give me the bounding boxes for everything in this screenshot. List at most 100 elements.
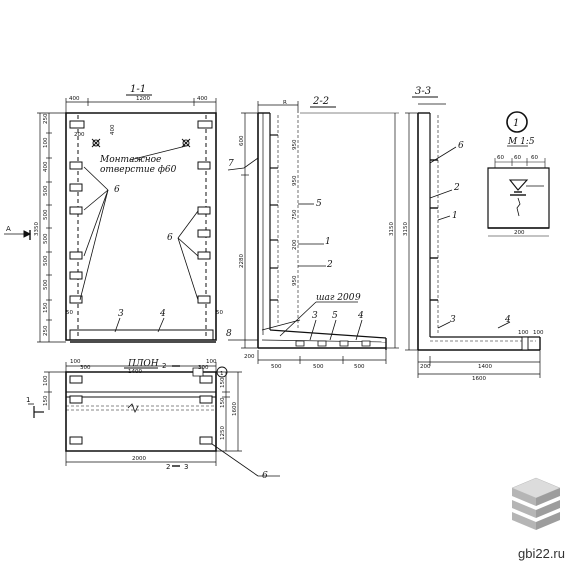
dim-11-left-5: 500 <box>43 233 49 244</box>
note-mounting-hole-line1: Монтажное <box>99 155 161 165</box>
dim-11-bottom-left: 50 <box>66 310 73 316</box>
dim-22-right-total: 3150 <box>389 222 395 236</box>
embedded-plates-left <box>70 121 84 303</box>
dim-22-left-top: 600 <box>239 135 245 146</box>
dim-11-bottom-right: 50 <box>216 310 223 316</box>
dim-22-inner-3: 200 <box>292 239 298 250</box>
dim-33-bottom-b: 1400 <box>478 364 492 370</box>
dim-plan-top-a: 100 <box>70 359 81 365</box>
dim-33-right-b: 100 <box>533 330 544 336</box>
dim-11-insert-200: 200 <box>74 132 85 138</box>
callout-6-plan: 6 <box>262 471 268 481</box>
dim-33-right-total: 3150 <box>403 222 409 236</box>
dim-plan-right-a: 150 <box>220 377 226 388</box>
title-section-3-3: 3-3 <box>415 86 431 97</box>
dim-22-left-bot: 2280 <box>239 254 245 268</box>
dim-plan-left-b: 150 <box>43 395 49 406</box>
detail-number: 1 <box>513 118 519 129</box>
title-section-1-1: 1-1 <box>130 84 146 95</box>
dim-plan-left-a: 100 <box>43 375 49 386</box>
dim-11-left-1: 100 <box>43 137 49 148</box>
embedded-plates-right <box>198 121 212 303</box>
detail-circle <box>506 111 528 133</box>
dim-11-left-3: 500 <box>43 185 49 196</box>
dim-11-top-left: 400 <box>69 96 80 102</box>
bottom-rib <box>70 330 213 340</box>
dim-11-left-6: 500 <box>43 255 49 266</box>
callout-2-section22: 2 <box>326 260 333 270</box>
dim-11-inner-400: 400 <box>110 124 116 135</box>
watermark-logo-icon <box>512 478 560 530</box>
dim-11-left-2: 400 <box>43 161 49 172</box>
detail-dim-3: 60 <box>531 155 538 161</box>
callout-1-section22: 1 <box>325 237 331 247</box>
dim-33-right-a: 100 <box>518 330 529 336</box>
mounting-hole-left <box>92 139 100 147</box>
detail-scale: М 1:5 <box>507 137 535 147</box>
dim-22-inner-2: 750 <box>292 209 298 220</box>
callout-5b-section22: 5 <box>332 311 338 321</box>
note-slot: шаг 200 <box>316 293 355 303</box>
title-plan: ПЛОН <box>127 359 159 369</box>
dim-plan-right-c: 1250 <box>220 426 226 440</box>
detail-dim-1: 60 <box>497 155 504 161</box>
watermark-text: gbi22.ru <box>518 546 565 561</box>
cut-mark-bottom-b: 3 <box>184 463 188 471</box>
arrow-a-label: А <box>6 225 11 233</box>
callout-3-section22: 3 <box>312 311 318 321</box>
callout-7: 7 <box>228 159 234 169</box>
plan-view <box>28 362 280 476</box>
cut-mark-top: 2 <box>162 362 166 370</box>
dim-33-bottom-a: 200 <box>420 364 431 370</box>
dim-22-bottom-0: 500 <box>271 364 282 370</box>
dim-22-inner-0: 950 <box>292 139 298 150</box>
callout-3-section11: 3 <box>118 309 124 319</box>
cut-mark-bottom: 2 <box>166 463 170 471</box>
callout-6-right: 6 <box>167 233 173 243</box>
dim-22-inner-1: 950 <box>292 175 298 186</box>
dim-22-bottom-1: 500 <box>313 364 324 370</box>
dim-11-left-9: 250 <box>43 325 49 336</box>
detail-ref-plan: 1 <box>220 371 224 377</box>
detail-1 <box>488 111 549 236</box>
callout-8: 8 <box>226 329 232 339</box>
panel-outline-1-1 <box>66 113 216 340</box>
callout-1-section33: 1 <box>452 211 458 221</box>
section-3-3 <box>405 104 540 378</box>
dim-22-inner-4: 950 <box>292 275 298 286</box>
detail-dim-4: 200 <box>514 230 525 236</box>
dim-plan-right-b: 150 <box>220 397 226 408</box>
dim-11-top-right: 400 <box>197 96 208 102</box>
callout-5-section22: 5 <box>316 199 322 209</box>
dim-11-left-0: 250 <box>43 113 49 124</box>
note-mounting-hole-line2: отверстие ф60 <box>100 165 177 175</box>
section-1-1 <box>4 98 216 342</box>
note-slot-mark: 9 <box>355 293 361 303</box>
cut-mark-1: 1 <box>26 396 30 404</box>
dim-plan-bottom-total: 2000 <box>132 456 146 462</box>
dim-22-left-small: 200 <box>244 354 255 360</box>
dim-plan-right-total: 1600 <box>232 402 238 416</box>
dim-11-left-8: 150 <box>43 302 49 313</box>
title-section-2-2: 2-2 <box>312 96 329 107</box>
detail-dim-2: 60 <box>514 155 521 161</box>
plan-outline <box>66 372 216 451</box>
dim-22-bottom-2: 500 <box>354 364 365 370</box>
dim-33-bottom-total: 1600 <box>472 376 486 382</box>
dim-11-left-total: 3350 <box>34 222 40 236</box>
dim-plan-top-d: 100 <box>206 359 217 365</box>
callout-2-section33: 2 <box>453 183 460 193</box>
callout-3-section33: 3 <box>450 315 456 325</box>
dim-plan-top-mid: 1400 <box>128 369 142 375</box>
callout-4-section33: 4 <box>504 315 511 325</box>
callout-4-section11: 4 <box>159 309 166 319</box>
dim-22-top: R <box>283 100 287 106</box>
dim-11-left-4: 500 <box>43 209 49 220</box>
section-2-2 <box>228 101 399 364</box>
dim-11-top-mid: 1200 <box>136 96 150 102</box>
callout-6-left: 6 <box>114 185 120 195</box>
dim-plan-top-c: 300 <box>198 365 209 371</box>
dim-11-left-7: 500 <box>43 279 49 290</box>
callout-6-section33: 6 <box>458 141 464 151</box>
